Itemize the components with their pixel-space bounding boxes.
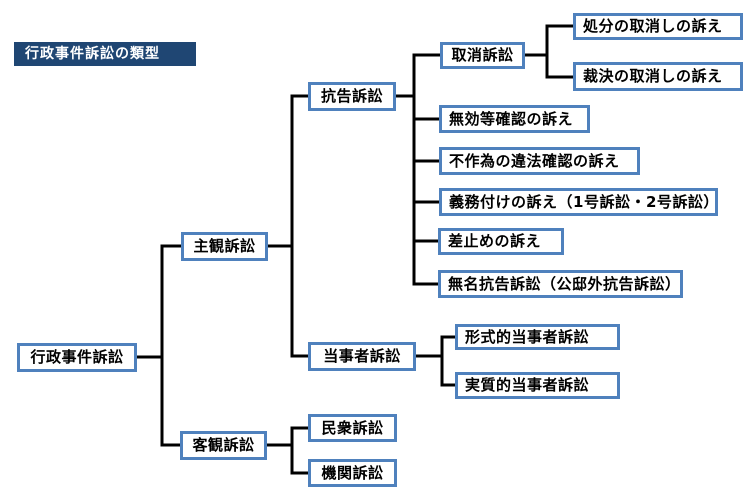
connector-torikeshi	[523, 24, 576, 79]
diagram-title: 行政事件訴訟の類型	[14, 42, 196, 66]
node-keishikiteki-tojisha-sosho: 形式的当事者訴訟	[455, 324, 620, 350]
node-torikeshi-sosho: 取消訴訟	[440, 42, 525, 69]
node-kokoku-sosho: 抗告訴訟	[308, 82, 396, 111]
connector-tojisha	[414, 335, 458, 387]
node-mumei-kokoku-sosho: 無名抗告訴訟（公邸外抗告訴訟）	[438, 270, 683, 298]
node-kikan-sosho: 機関訴訟	[308, 459, 397, 487]
node-kyakkan-sosho: 客観訴訟	[180, 431, 267, 460]
node-gyosei-jiken-sosho: 行政事件訴訟	[17, 343, 137, 372]
node-tojisha-sosho: 当事者訴訟	[308, 342, 416, 371]
connector-kyakkan	[264, 426, 311, 475]
node-minshu-sosho: 民衆訴訟	[308, 414, 397, 442]
connector-shukan	[265, 94, 311, 358]
node-jisshitsuteki-tojisha-sosho: 実質的当事者訴訟	[455, 372, 620, 399]
node-mukoto-kakunin-uttae: 無効等確認の訴え	[439, 105, 590, 133]
node-sashitome-uttae: 差止めの訴え	[438, 228, 564, 255]
node-fusakui-iho-kakunin-uttae: 不作為の違法確認の訴え	[439, 147, 640, 175]
node-shobun-torikeshi-uttae: 処分の取消しの訴え	[573, 13, 743, 40]
node-gimuzuke-uttae: 義務付けの訴え（1号訴訟・2号訴訟）	[439, 188, 718, 216]
connector-kokoku	[393, 53, 443, 286]
connector-root	[135, 244, 184, 447]
node-shukan-sosho: 主観訴訟	[181, 232, 268, 261]
node-saiketsu-torikeshi-uttae: 裁決の取消しの訴え	[573, 62, 743, 91]
